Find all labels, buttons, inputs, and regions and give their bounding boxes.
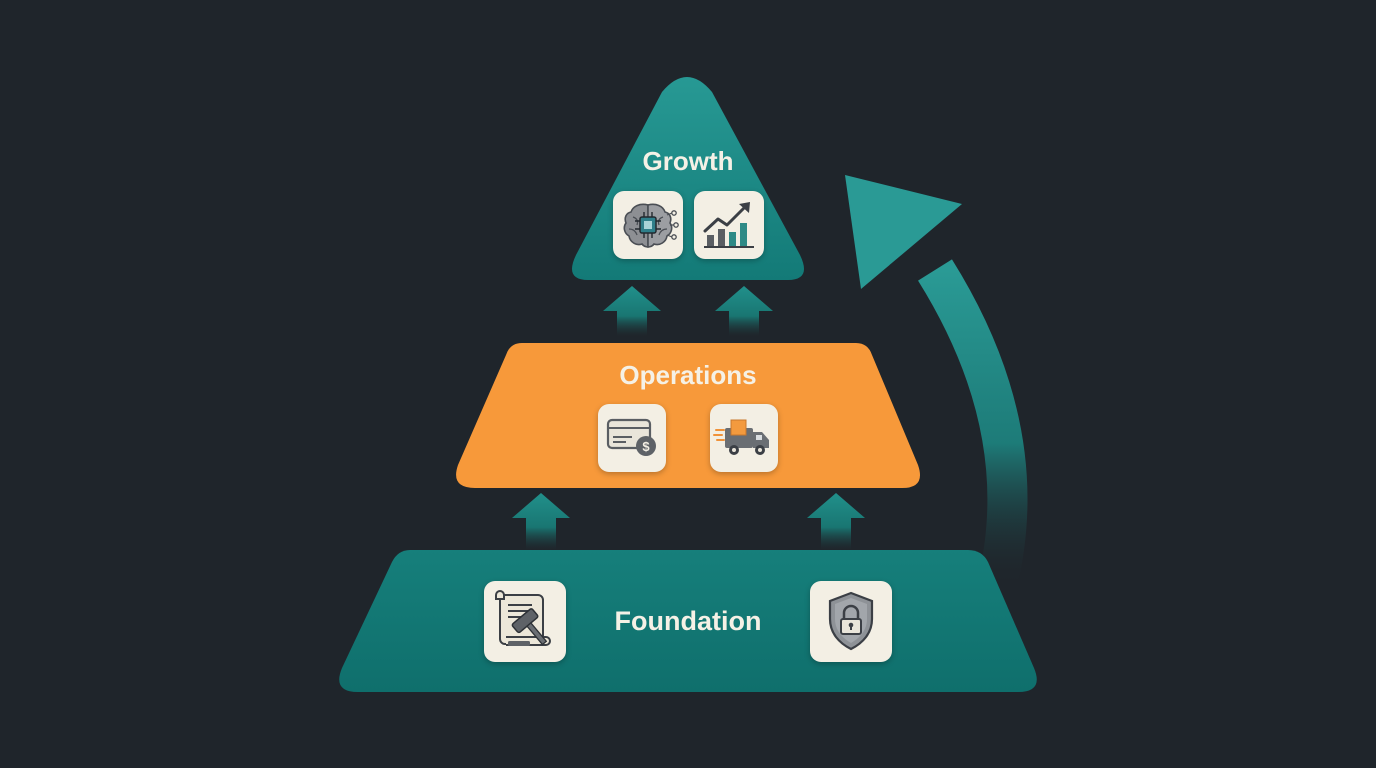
svg-text:$: $	[642, 439, 650, 454]
payment-card-icon: $	[598, 404, 666, 472]
growth-tier-label: Growth	[642, 146, 734, 176]
legal-contract-gavel-icon	[484, 581, 566, 662]
security-shield-lock-icon	[810, 581, 892, 662]
up-arrow-ops-to-growth-left	[603, 286, 661, 336]
up-arrow-ops-to-growth-right	[715, 286, 773, 336]
up-arrow-foundation-to-ops-right	[807, 493, 865, 550]
delivery-truck-icon	[710, 404, 778, 472]
ai-brain-chip-icon	[613, 191, 683, 259]
up-arrow-foundation-to-ops-left	[512, 493, 570, 550]
operations-tier-shape	[456, 343, 920, 488]
growth-chart-icon	[694, 191, 764, 259]
foundation-tier-label: Foundation	[614, 606, 762, 636]
progression-curve-arrow	[845, 175, 1028, 590]
operations-tier-label: Operations	[619, 360, 757, 390]
growth-tier-shape	[572, 77, 804, 280]
